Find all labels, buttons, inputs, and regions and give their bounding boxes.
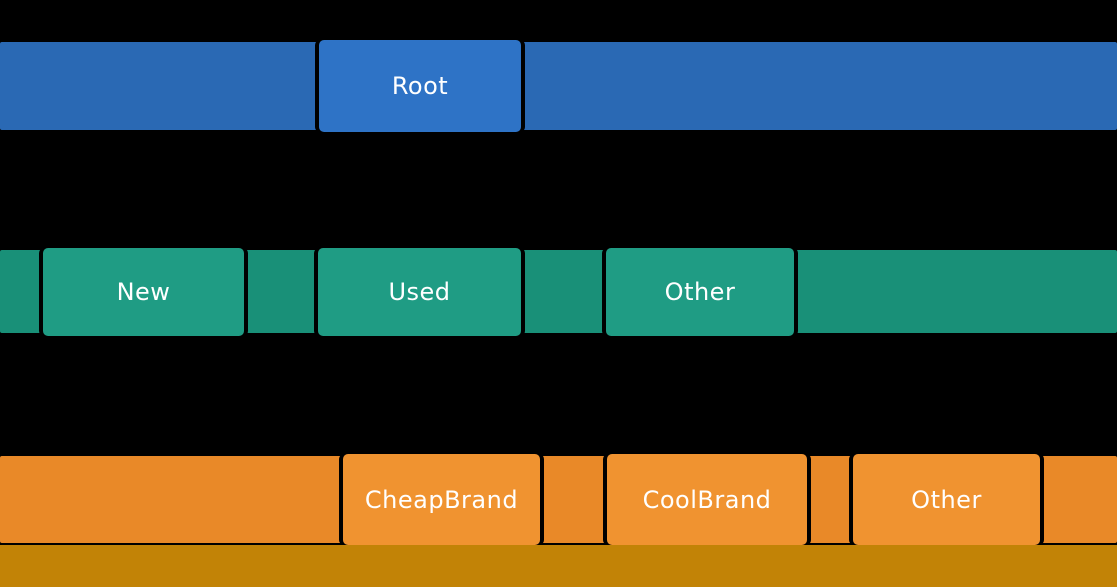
node-label: Other <box>664 278 736 306</box>
node-coolbrand-level-3[interactable]: CoolBrand <box>607 454 807 545</box>
node-used-level-2[interactable]: Used <box>318 248 521 336</box>
node-cheapbrand-level-3[interactable]: CheapBrand <box>343 454 540 545</box>
node-other-level-2[interactable]: Other <box>606 248 794 336</box>
node-label: Other <box>911 485 982 514</box>
level-4-strip[interactable] <box>0 545 1117 587</box>
node-new-level-2[interactable]: New <box>43 248 244 336</box>
node-label: CoolBrand <box>642 485 772 514</box>
node-root-level-1[interactable]: Root <box>319 40 521 132</box>
node-label: CheapBrand <box>364 485 519 514</box>
level-1-bar[interactable] <box>0 42 1117 130</box>
node-label: Root <box>391 72 449 100</box>
node-other-level-3[interactable]: Other <box>853 454 1040 545</box>
node-label: Used <box>388 278 451 306</box>
node-label: New <box>116 278 171 306</box>
